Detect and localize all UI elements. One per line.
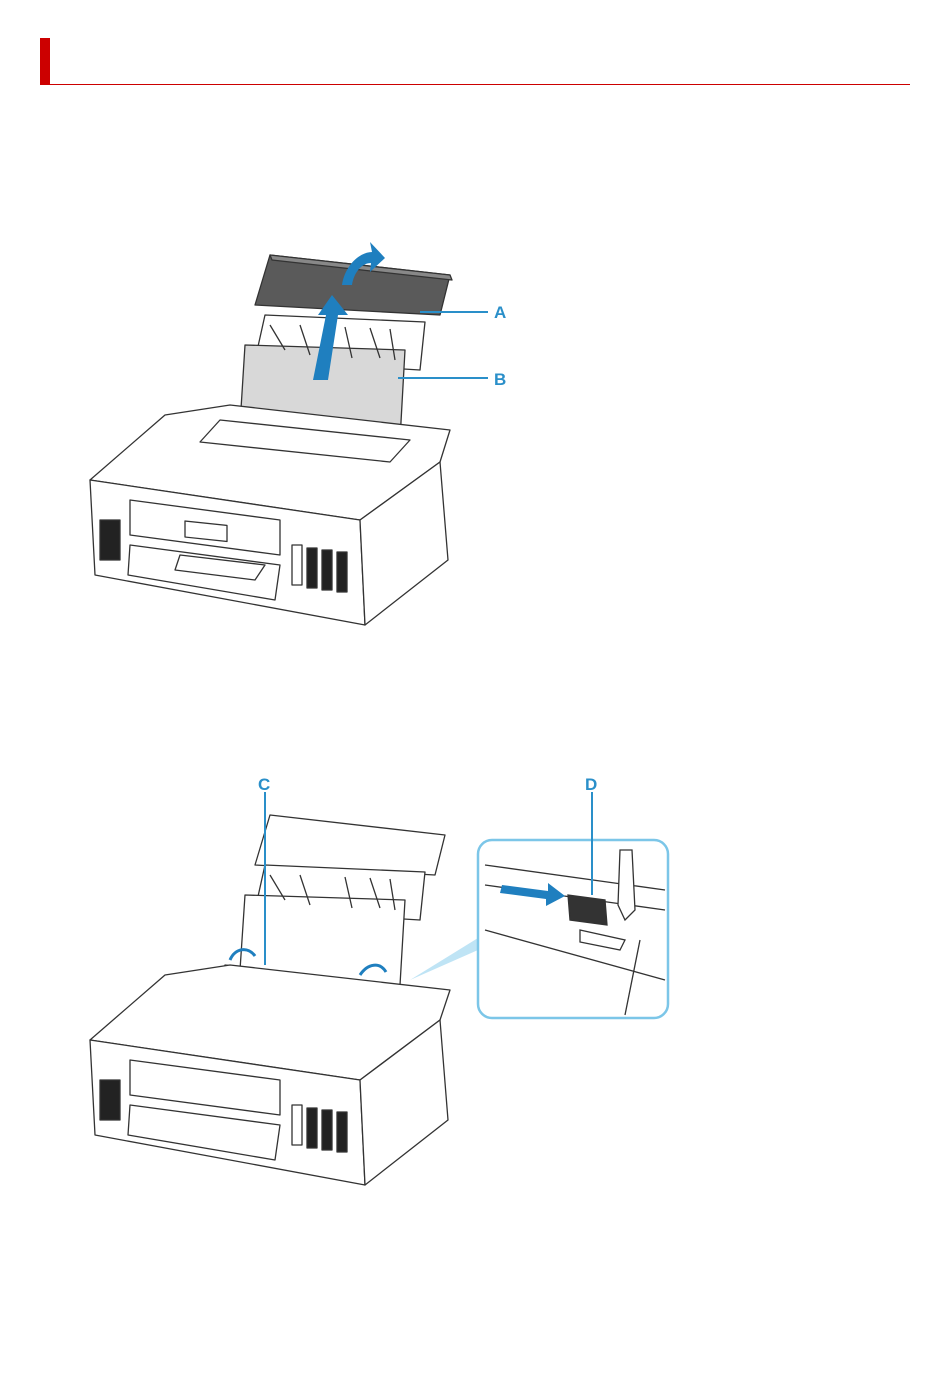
callout-label-c: C [258, 775, 270, 794]
printer-illustration-paper-support: A B [80, 230, 540, 630]
section-header-marker [40, 38, 50, 84]
section-header-rule [40, 84, 910, 85]
printer-illustration-feed-slot: C D [80, 770, 680, 1190]
callout-label-b: B [494, 370, 506, 389]
callout-label-d: D [585, 775, 597, 794]
callout-label-a: A [494, 303, 506, 322]
